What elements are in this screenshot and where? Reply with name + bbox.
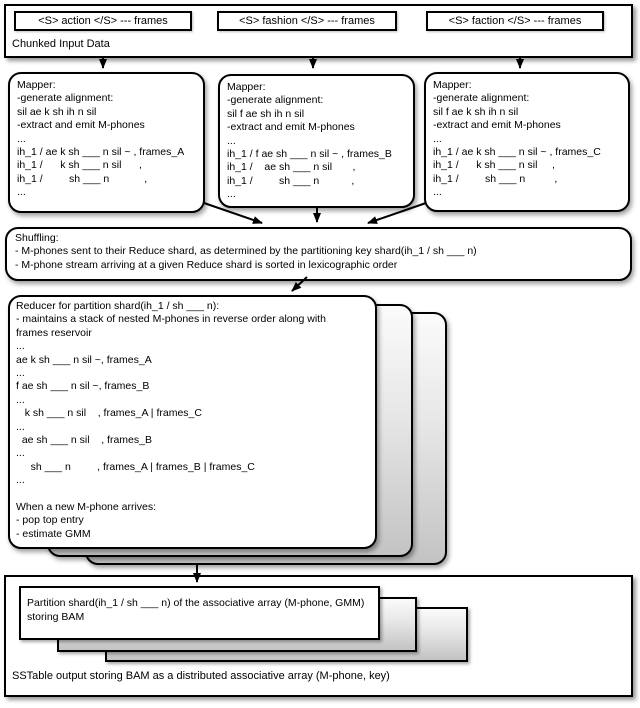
mapper2-line: -extract and emit M-phones [227,121,355,134]
sstable-caption: SSTable output storing BAM as a distribu… [12,670,390,682]
mapper1-line: sil ae k sh ih n sil [17,105,97,118]
mapper2-line: ... [227,188,236,201]
reducer-line: Reducer for partition shard(ih_1 / sh __… [16,300,220,312]
reducer-line: - estimate GMM [16,527,91,540]
utterance-chip-action-label: <S> action </S> --- frames [38,15,168,27]
utterance-chip-faction: <S> faction </S> --- frames [426,11,604,31]
shuffling-line: Shuffling: [15,232,59,244]
mapper3-line: -generate alignment: [433,92,530,105]
mapper-box-3: Mapper: -generate alignment: sil f ae k … [424,72,630,212]
utterance-chip-fashion: <S> fashion </S> --- frames [217,11,397,31]
reducer-line: - pop top entry [16,514,84,527]
mapper1-line: ... [17,132,26,145]
reducer-line: - maintains a stack of nested M-phones i… [16,313,326,326]
shuffling-line: - M-phones sent to their Reduce shard, a… [15,245,477,258]
partition-shard-box: Partition shard(ih_1 / sh ___ n) of the … [19,586,380,640]
mapper1-line: Mapper: [17,79,56,91]
reducer-line: ae k sh ___ n sil ~, frames_A [16,353,152,366]
mapper3-line: -extract and emit M-phones [433,119,561,132]
mapper-box-1: Mapper: -generate alignment: sil ae k sh… [8,72,205,213]
reducer-line: ... [16,420,25,433]
mapper3-line: ih_1 / ae k sh ___ n sil ~ , frames_C [433,146,601,159]
reducer-line: ... [16,367,25,380]
mapper3-line: sil f ae k sh ih n sil [433,105,519,118]
mapper2-line: ih_1 / sh ___ n , [227,174,355,187]
reducer-line: When a new M-phone arrives: [16,501,157,514]
reducer-line: k sh ___ n sil , frames_A | frames_C [16,407,202,420]
partition-shard-label: Partition shard(ih_1 / sh ___ n) of the … [27,597,365,623]
chunked-input-box: <S> action </S> --- frames <S> fashion <… [4,4,633,58]
utterance-chip-action: <S> action </S> --- frames [14,11,192,31]
shuffling-line: - M-phone stream arriving at a given Red… [15,258,398,271]
reducer-line: f ae sh ___ n sil ~, frames_B [16,380,150,393]
utterance-chip-fashion-label: <S> fashion </S> --- frames [239,15,375,27]
mapper1-line: -extract and emit M-phones [17,119,145,132]
mapper2-line: -generate alignment: [227,94,324,107]
shuffling-box: Shuffling: - M-phones sent to their Redu… [5,227,632,281]
reducer-line: frames reservoir [16,326,92,339]
reducer-line: ... [16,447,25,460]
mapper1-line: ih_1 / sh ___ n , [17,172,148,185]
mapper3-line: ih_1 / k sh ___ n sil , [433,159,555,172]
mapper2-line: ih_1 / f ae sh ___ n sil ~ , frames_B [227,148,392,161]
mapper1-line: ... [17,186,26,199]
utterance-chip-faction-label: <S> faction </S> --- frames [448,15,582,27]
mapper2-line: Mapper: [227,81,266,93]
reducer-line [16,488,372,501]
mapper3-line: ... [433,186,442,199]
mapper2-line: sil f ae sh ih n sil [227,107,305,120]
mapper2-line: ... [227,134,236,147]
mapper3-line: Mapper: [433,79,472,91]
mapper1-line: ih_1 / k sh ___ n sil , [17,159,142,172]
mapper1-line: ih_1 / ae k sh ___ n sil ~ , frames_A [17,146,185,159]
reducer-line: ... [16,393,25,406]
chunked-input-label: Chunked Input Data [12,38,110,50]
mapper2-line: ih_1 / ae sh ___ n sil , [227,161,356,174]
reducer-line: ae sh ___ n sil , frames_B [16,434,152,447]
reducer-box: Reducer for partition shard(ih_1 / sh __… [8,295,377,549]
reducer-line: ... [16,340,25,353]
mapper1-line: -generate alignment: [17,92,114,105]
reducer-line: sh ___ n , frames_A | frames_B | frames_… [16,460,255,473]
mapper3-line: ... [433,132,442,145]
mapper3-line: ih_1 / sh ___ n , [433,172,558,185]
reducer-line: ... [16,474,25,487]
mapper-box-2: Mapper: -generate alignment: sil f ae sh… [218,74,415,208]
